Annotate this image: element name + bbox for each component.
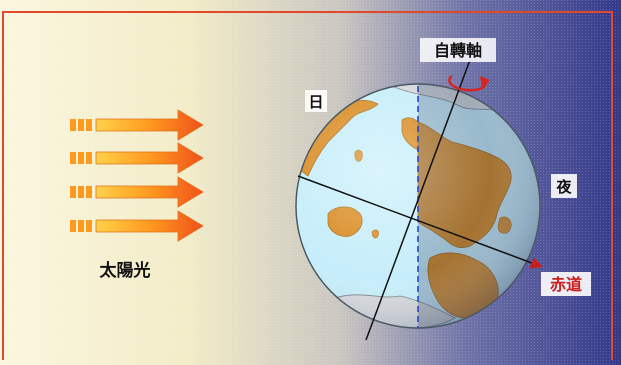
sunlight-arrow-icon	[70, 142, 204, 174]
equator-label: 赤道	[550, 275, 582, 294]
sunlight-arrow-icon	[70, 210, 204, 242]
equator-label-box: 赤道	[541, 272, 591, 296]
equator-line	[297, 175, 543, 269]
day-label: 日	[308, 93, 323, 111]
rotation-axis-label-box: 自轉軸	[420, 38, 496, 62]
sunlight-label: 太陽光	[100, 260, 151, 281]
rotation-axis-line	[365, 59, 471, 341]
night-label-box: 夜	[551, 174, 577, 198]
rotation-arrow-icon	[448, 75, 490, 92]
sunlight-arrow-icon	[70, 109, 204, 141]
rotation-axis-label: 自轉軸	[434, 41, 482, 60]
sunlight-arrow-icon	[70, 176, 204, 208]
sunlight-arrows	[70, 109, 204, 242]
day-label-box: 日	[305, 90, 327, 112]
diagram-frame	[2, 11, 613, 360]
night-label: 夜	[555, 178, 572, 196]
